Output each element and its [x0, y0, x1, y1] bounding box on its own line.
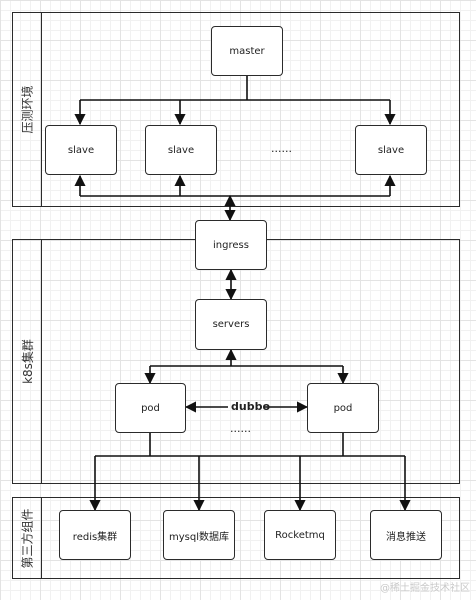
pod-ellipsis: ......: [230, 422, 251, 435]
pod-node-2: pod: [307, 383, 379, 433]
dubbo-label: dubbo: [231, 400, 271, 413]
mysql-database-node: mysql数据库: [163, 510, 235, 560]
pod-node-1: pod: [115, 383, 186, 433]
ingress-node: ingress: [195, 220, 267, 270]
stress-env-group: 压测环境: [12, 12, 460, 207]
stress-env-group-header: 压测环境: [13, 13, 42, 206]
master-node: master: [211, 26, 283, 76]
servers-node: servers: [195, 299, 267, 350]
k8s-cluster-group-header: k8s集群: [13, 240, 42, 483]
slave-ellipsis: ......: [271, 142, 292, 155]
watermark: @稀土掘金技术社区: [380, 583, 470, 594]
slave-node-3: slave: [355, 125, 427, 175]
thirdparty-group: 第三方组件: [12, 497, 460, 579]
thirdparty-group-header: 第三方组件: [13, 498, 42, 578]
message-push-node: 消息推送: [370, 510, 442, 560]
redis-cluster-node: redis集群: [59, 510, 131, 560]
slave-node-2: slave: [145, 125, 217, 175]
slave-node-1: slave: [45, 125, 117, 175]
rocketmq-node: Rocketmq: [264, 510, 336, 560]
